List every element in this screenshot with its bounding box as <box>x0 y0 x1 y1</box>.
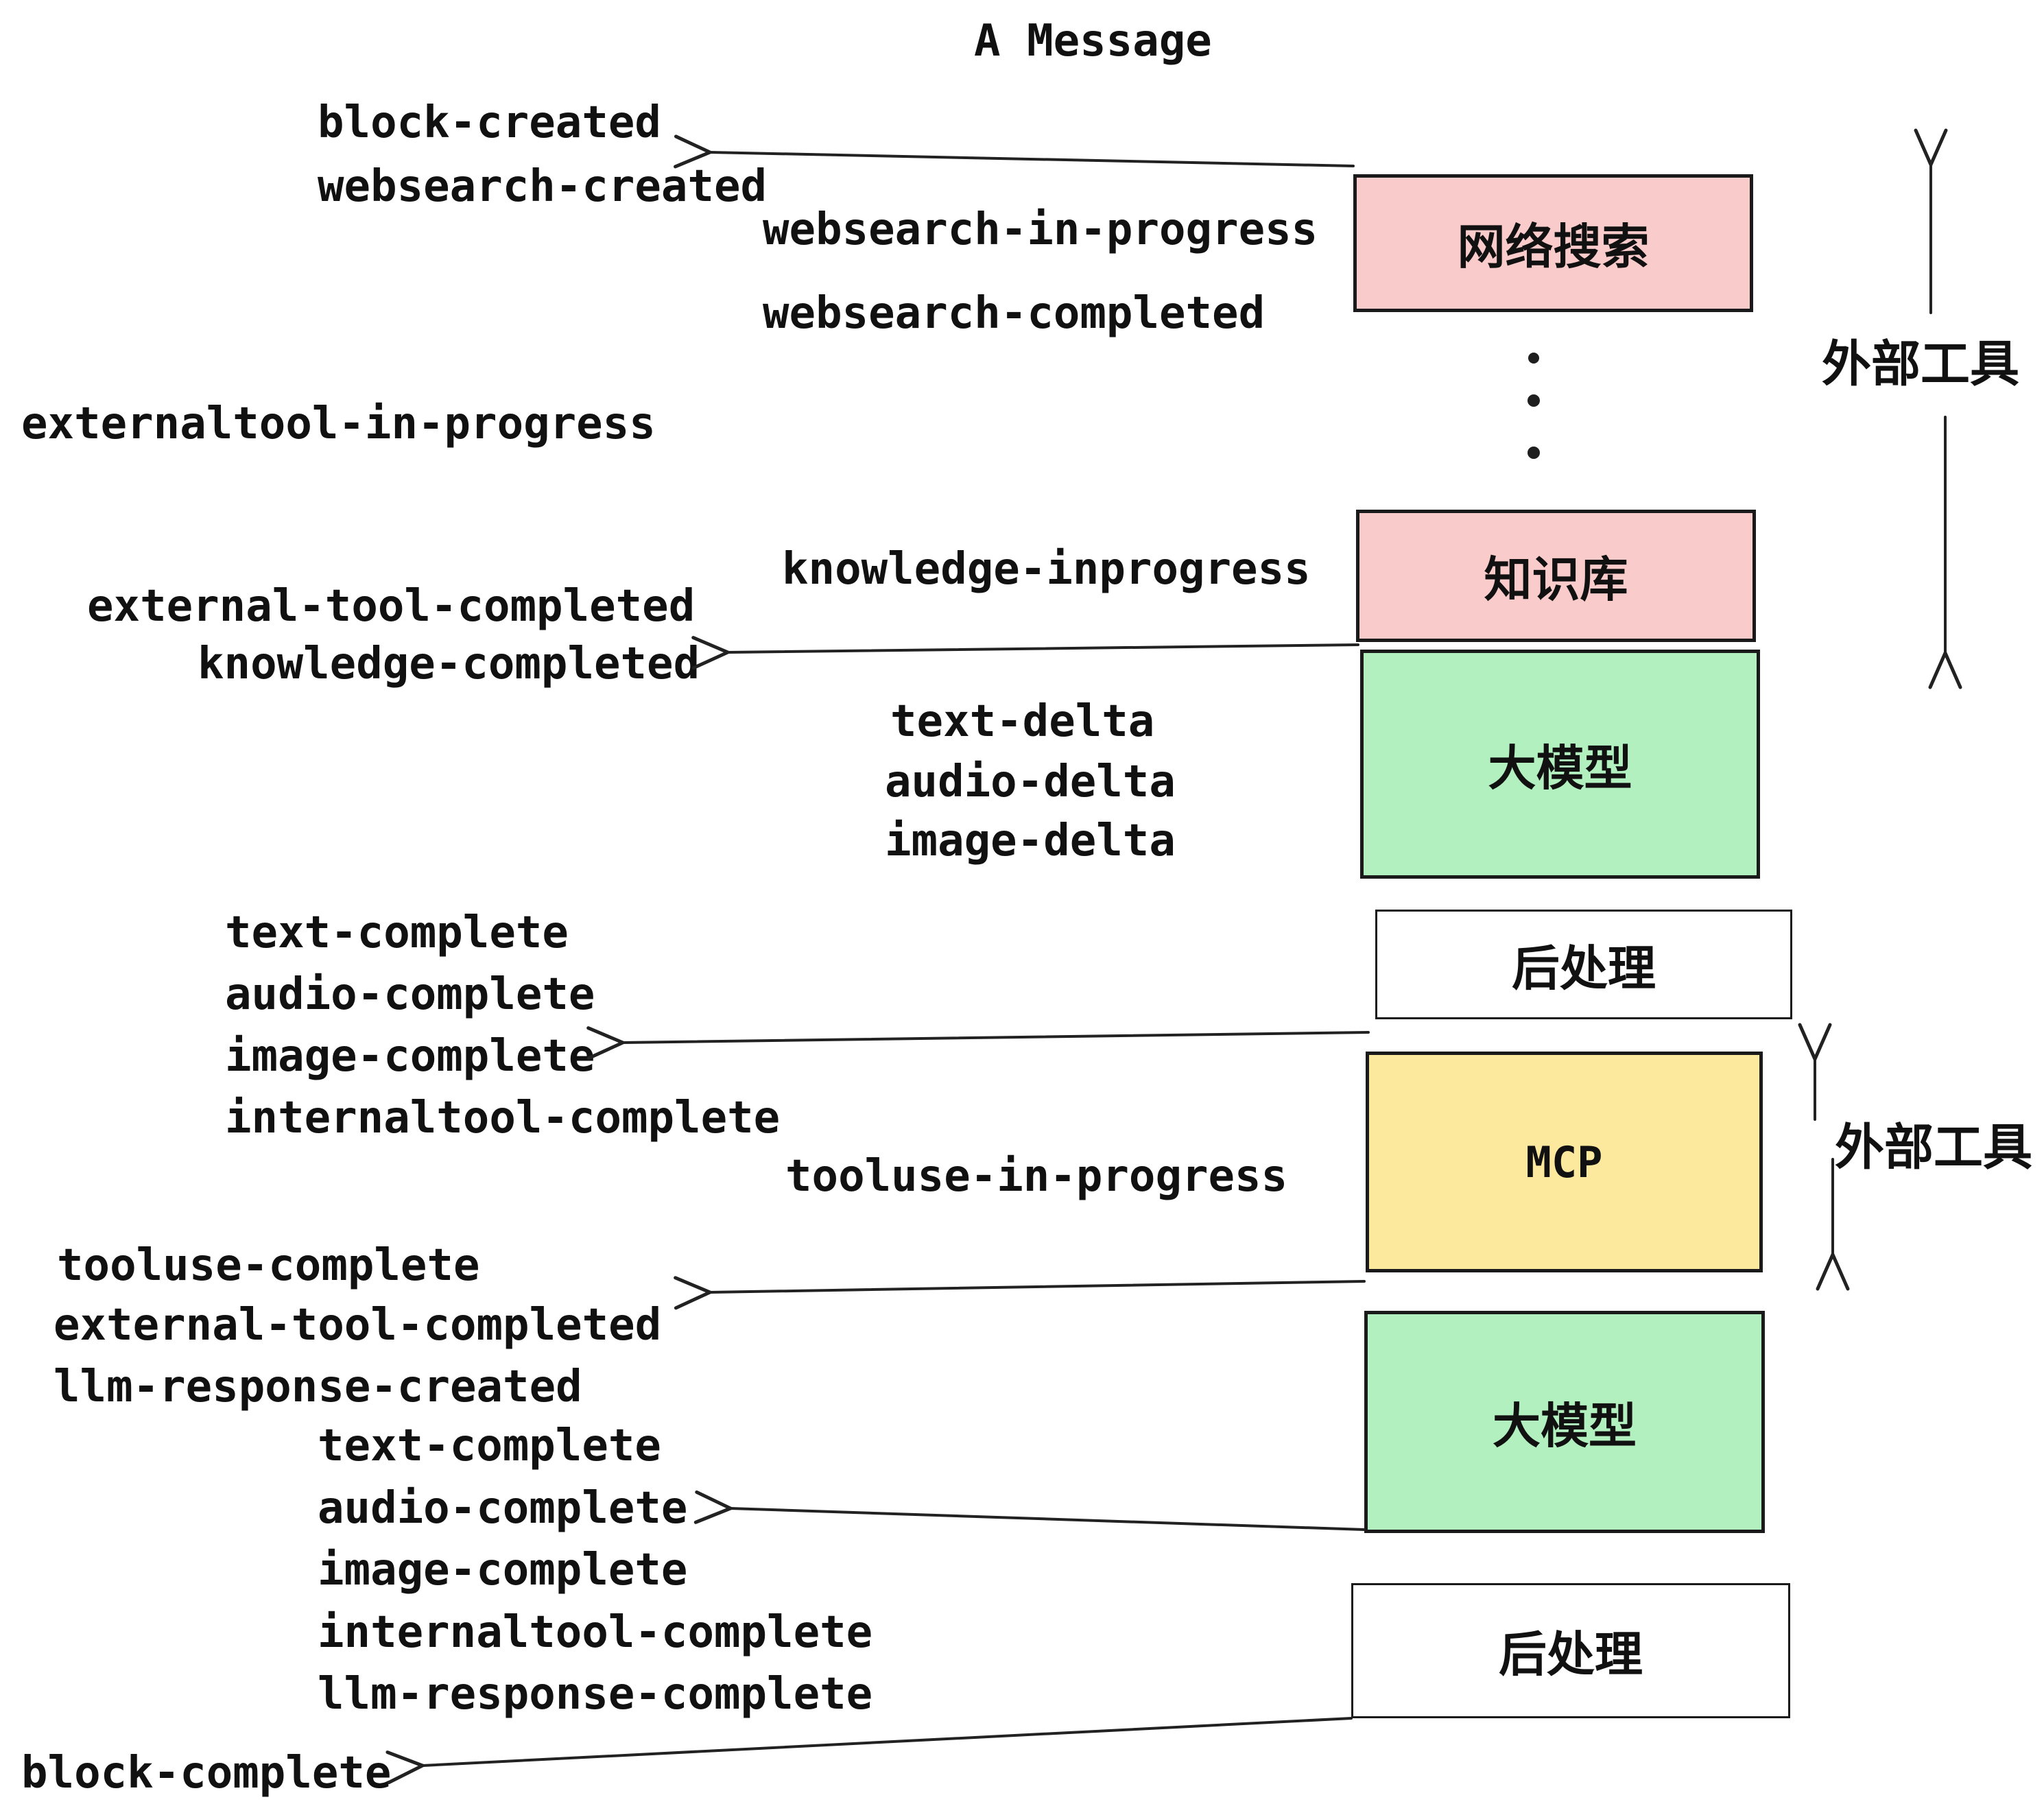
box-postprocess-2-label: 后处理 <box>1499 1626 1643 1683</box>
event-label-image-complete: image-complete <box>225 1031 595 1082</box>
event-label-audio-complete-2: audio-complete <box>318 1483 688 1534</box>
arrow-postprocess2-to-block-complete <box>385 1717 1353 1785</box>
event-label-llm-response-complete: llm-response-complete <box>318 1669 873 1720</box>
page-title: A Message <box>974 16 1212 67</box>
event-label-image-delta: image-delta <box>885 816 1176 866</box>
box-websearch-label: 网络搜索 <box>1457 219 1650 275</box>
event-label-tooluse-in-progress: tooluse-in-progress <box>785 1151 1288 1202</box>
event-label-block-complete: block-complete <box>21 1748 392 1799</box>
box-knowledge-base-label: 知识库 <box>1484 551 1628 608</box>
event-label-websearch-in-progress: websearch-in-progress <box>763 204 1318 255</box>
event-label-externaltool-in-progress: externaltool-in-progress <box>21 399 656 449</box>
event-label-text-complete-2: text-complete <box>318 1421 661 1471</box>
event-label-audio-complete: audio-complete <box>225 969 595 1020</box>
event-label-external-tool-completed: external-tool-completed <box>87 581 696 632</box>
event-label-websearch-completed: websearch-completed <box>763 288 1265 339</box>
event-label-websearch-created: websearch-created <box>318 161 768 212</box>
arrow-knowledge-to-knowledge-completed <box>691 636 1359 670</box>
arrow-mcp-to-external-tool-completed <box>674 1276 1366 1310</box>
box-llm-1: 大模型 <box>1360 650 1760 879</box>
event-label-internaltool-complete-2: internaltool-complete <box>318 1607 873 1658</box>
box-llm-2: 大模型 <box>1364 1311 1765 1533</box>
box-websearch: 网络搜索 <box>1353 174 1753 312</box>
event-label-image-complete-2: image-complete <box>318 1545 688 1595</box>
box-knowledge-base: 知识库 <box>1356 510 1756 642</box>
box-llm-1-label: 大模型 <box>1488 739 1632 796</box>
box-llm-2-label: 大模型 <box>1493 1397 1637 1454</box>
event-label-audio-delta: audio-delta <box>885 757 1176 807</box>
ellipsis-dot-3 <box>1528 447 1540 459</box>
side-label-external-tools-1: 外部工具 <box>1822 335 2020 393</box>
event-label-knowledge-completed: knowledge-completed <box>198 639 700 689</box>
event-label-block-created: block-created <box>318 97 661 148</box>
event-label-tooluse-complete: tooluse-complete <box>57 1240 480 1291</box>
event-label-knowledge-inprogress: knowledge-inprogress <box>782 544 1311 595</box>
box-mcp-label: MCP <box>1525 1137 1603 1187</box>
side-label-external-tools-2: 外部工具 <box>1835 1118 2033 1176</box>
event-label-internaltool-complete: internaltool-complete <box>225 1093 781 1143</box>
event-label-text-complete: text-complete <box>225 907 569 958</box>
box-postprocess-1-label: 后处理 <box>1512 940 1656 997</box>
ellipsis-dot-1 <box>1528 353 1539 364</box>
arrow-postprocess1-to-image-complete <box>586 1026 1370 1060</box>
ellipsis-dot-2 <box>1528 394 1540 407</box>
box-postprocess-1: 后处理 <box>1375 910 1792 1019</box>
event-label-external-tool-completed-2: external-tool-completed <box>54 1300 662 1351</box>
arrow-llm2-to-audio-complete <box>693 1490 1366 1531</box>
event-label-llm-response-created: llm-response-created <box>54 1362 582 1412</box>
arrow-websearch-to-block-created <box>674 134 1355 169</box>
box-mcp: MCP <box>1366 1052 1763 1272</box>
box-postprocess-2: 后处理 <box>1351 1583 1790 1718</box>
event-label-text-delta: text-delta <box>890 696 1155 747</box>
